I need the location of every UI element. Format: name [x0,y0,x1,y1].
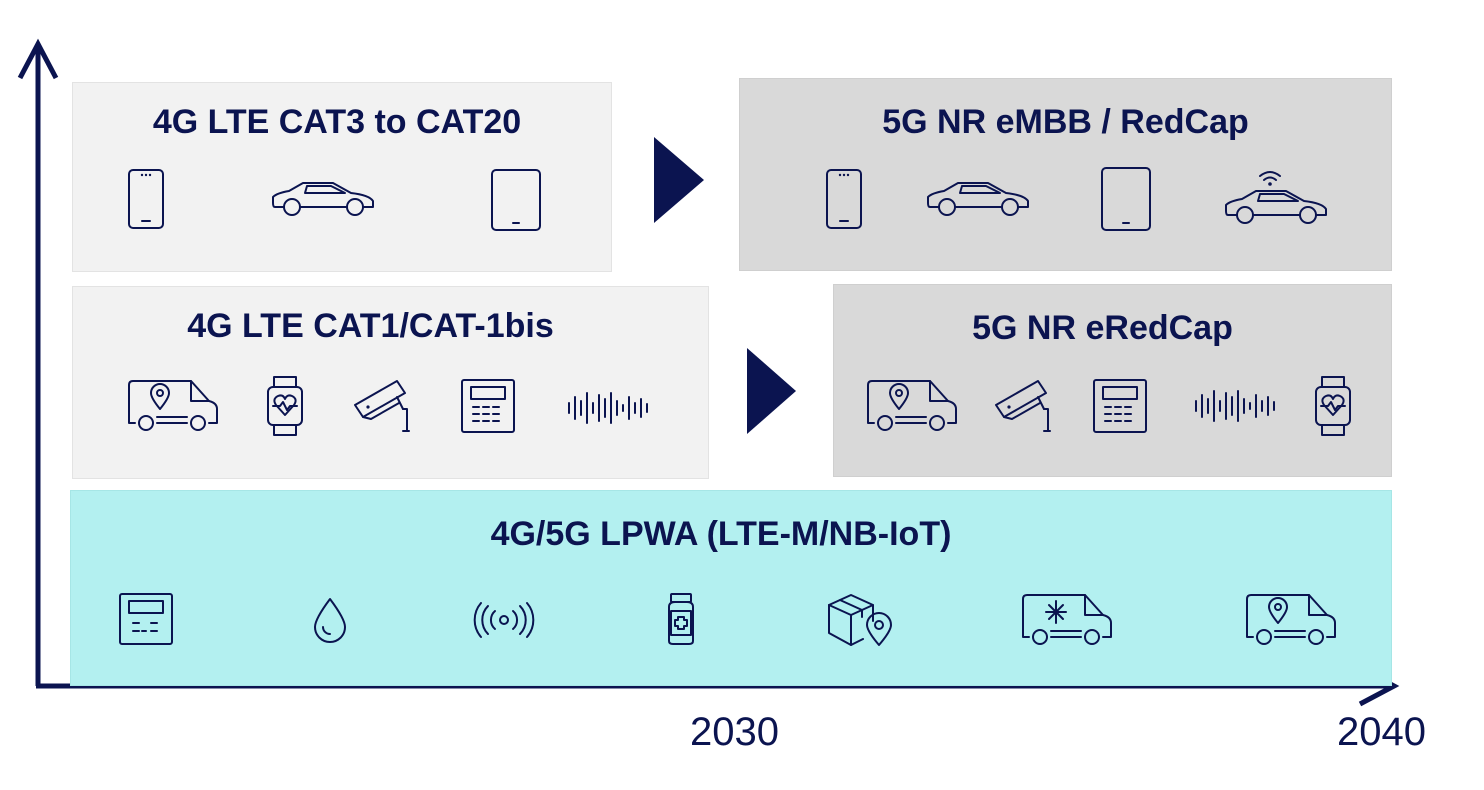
smartwatch-heart-icon [266,375,304,437]
transition-arrow-top [654,137,706,223]
box-title: 4G/5G LPWA (LTE-M/NB-IoT) [490,515,952,553]
x-axis-tick-2030: 2030 [690,710,779,754]
medicine-bottle-icon [665,593,697,645]
smart-meter-icon [119,593,173,645]
box-5g-nr-embb-redcap: 5G NR eMBB / RedCap [739,78,1392,271]
box-title: 4G LTE CAT3 to CAT20 [152,103,522,141]
box-4g-lte-cat1-cat1bis: 4G LTE CAT1/CAT-1bis [72,286,709,479]
box-title: 5G NR eMBB / RedCap [882,103,1249,141]
smartwatch-heart-icon [1314,375,1352,437]
connected-car-icon [1224,171,1328,225]
security-camera-icon [994,379,1052,433]
car-icon [926,179,1030,217]
box-4g-lte-cat3-cat20: 4G LTE CAT3 to CAT20 [72,82,612,272]
box-title: 5G NR eRedCap [972,309,1233,347]
smartphone-icon [128,169,164,229]
tablet-icon [1101,167,1151,231]
keypad-terminal-icon [1093,379,1147,433]
delivery-van-location-icon [127,379,219,433]
box-4g-5g-lpwa: 4G/5G LPWA (LTE-M/NB-IoT) [70,490,1392,686]
tablet-icon [491,169,541,231]
delivery-van-location-icon [866,379,958,433]
audio-waveform-icon [567,391,649,425]
y-axis-arrowhead [17,38,59,80]
delivery-van-location-icon [1245,593,1337,647]
refrigerated-van-icon [1021,593,1113,647]
transition-arrow-middle [747,348,797,434]
car-icon [271,179,375,217]
wireless-signal-icon [473,602,535,638]
smartphone-icon [826,169,862,229]
water-drop-icon [313,597,347,643]
x-axis-tick-2040: 2040 [1337,710,1426,754]
audio-waveform-icon [1194,389,1276,423]
keypad-terminal-icon [461,379,515,433]
box-5g-nr-eredcap: 5G NR eRedCap [833,284,1392,477]
package-location-icon [827,591,893,647]
box-title: 4G LTE CAT1/CAT-1bis [187,307,554,345]
security-camera-icon [353,379,411,433]
